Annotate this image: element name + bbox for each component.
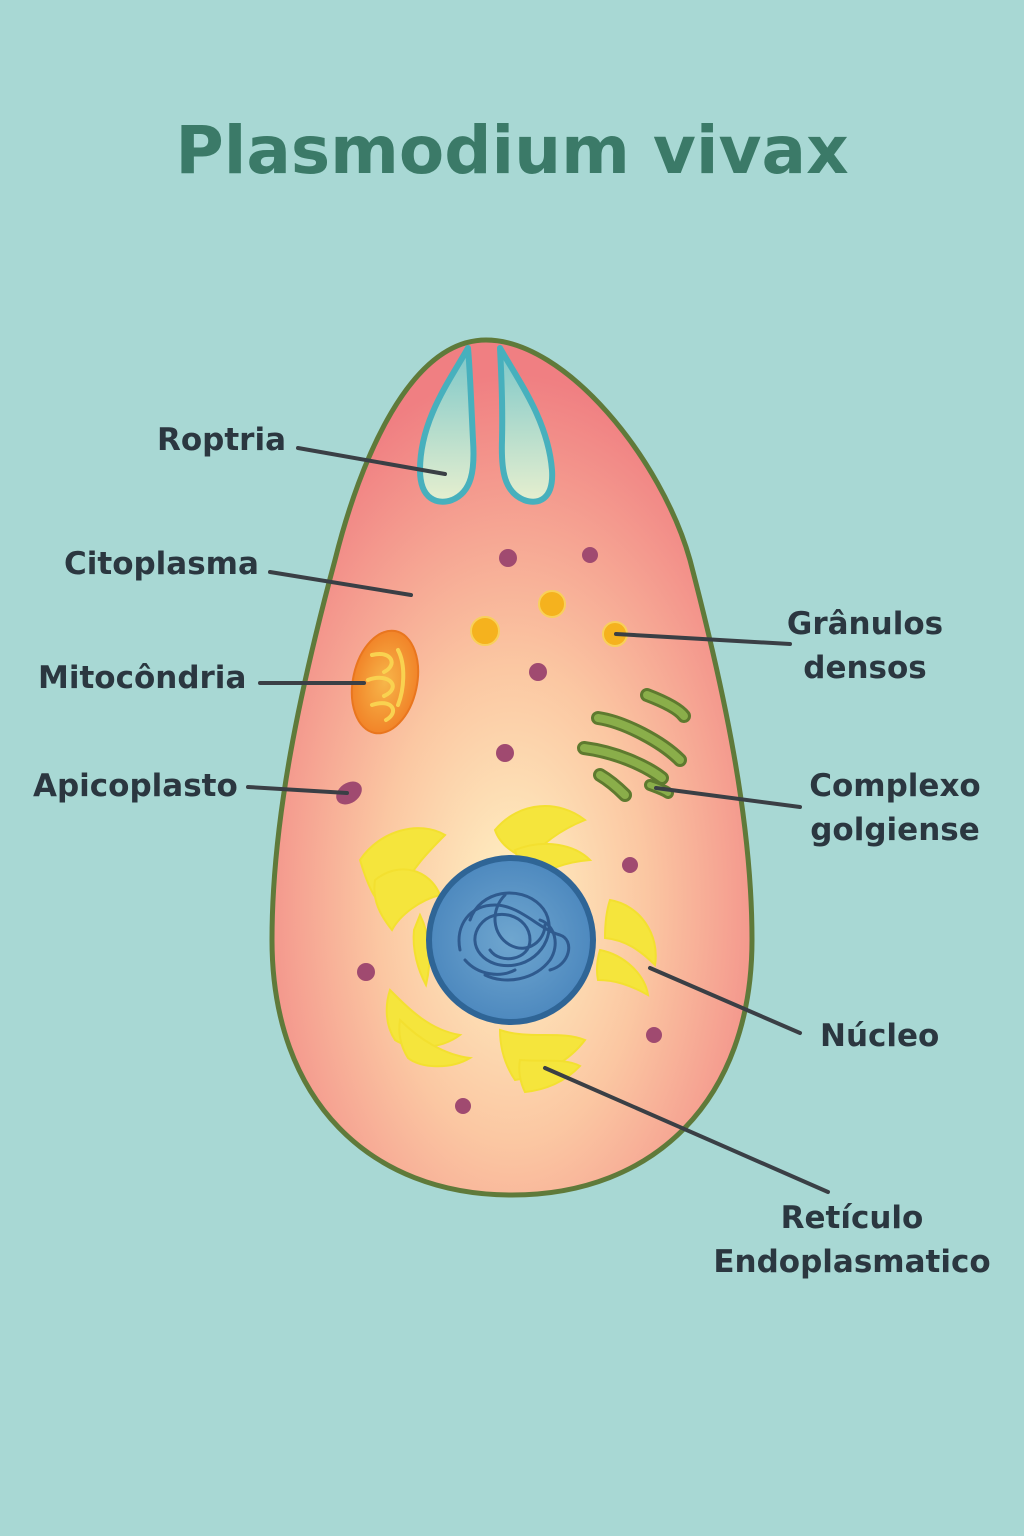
label-reticulo-line2: Endoplasmatico [713, 1244, 991, 1280]
leader-line-citoplasma [268, 570, 413, 597]
diagram-title: Plasmodium vivax [175, 112, 849, 189]
label-granulos-line1: Grânulos [786, 606, 944, 642]
mitochondria [350, 629, 420, 735]
label-citoplasma: Citoplasma [64, 546, 259, 582]
label-reticulo-line1: Retículo [780, 1200, 924, 1236]
label-complexo-golgiense: Complexo golgiense [800, 764, 990, 852]
golgi-complex [577, 688, 691, 802]
label-nucleo: Núcleo [820, 1018, 940, 1054]
vesicles [357, 547, 662, 1114]
leader-line-complexo [654, 786, 802, 809]
endoplasmic-reticulum [358, 805, 657, 1094]
label-mitocondria: Mitocôndria [38, 660, 247, 696]
leader-line-reticulo [543, 1066, 830, 1194]
leader-line-nucleo [648, 966, 802, 1035]
label-granulos-line2: densos [803, 650, 927, 686]
dense-granules [470, 590, 628, 647]
label-complexo-line2: golgiense [810, 812, 980, 848]
label-complexo-line1: Complexo [809, 768, 981, 804]
label-reticulo-endoplasmatico: Retículo Endoplasmatico [712, 1196, 992, 1284]
rhoptry [417, 345, 556, 505]
nucleus [426, 855, 596, 1025]
leader-line-granulos [614, 632, 792, 646]
label-granulos-densos: Grânulos densos [775, 602, 955, 690]
label-roptria: Roptria [157, 422, 287, 458]
label-apicoplasto: Apicoplasto [33, 768, 238, 804]
leader-line-roptria [296, 446, 447, 476]
leader-line-apicoplasto [246, 785, 349, 795]
